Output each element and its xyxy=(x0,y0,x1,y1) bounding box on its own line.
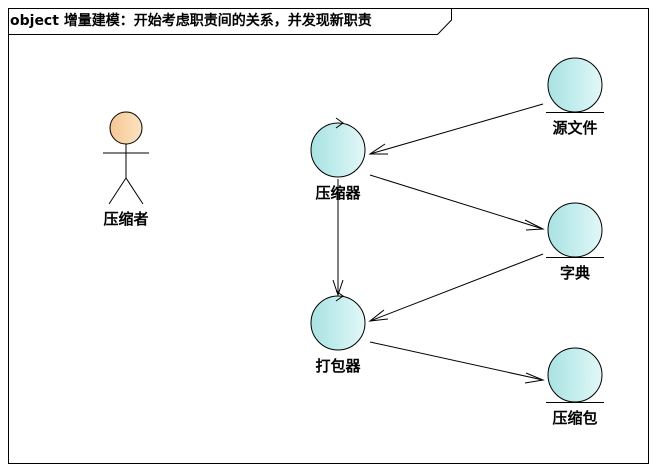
source-label: 源文件 xyxy=(552,119,598,137)
control-object-packer[interactable] xyxy=(310,290,366,351)
entity-object-dictionary[interactable] xyxy=(546,202,604,258)
link-compressor-to-dictionary[interactable] xyxy=(369,174,545,231)
frame-keyword: object xyxy=(10,13,59,29)
frame-border xyxy=(8,8,649,464)
link-dictionary-to-packer[interactable] xyxy=(368,253,544,322)
entity-object-archive[interactable] xyxy=(546,347,604,403)
frame-title-text: 增量建模：开始考虑职责间的关系，并发现新职责 xyxy=(63,13,372,29)
frame-title: object 增量建模：开始考虑职责间的关系，并发现新职责 xyxy=(10,10,372,30)
entity-object-source[interactable] xyxy=(546,57,604,113)
actor-label: 压缩者 xyxy=(103,210,149,228)
dictionary-label: 字典 xyxy=(559,264,591,282)
compressor-label: 压缩器 xyxy=(315,184,361,202)
link-packer-to-archive[interactable] xyxy=(369,341,545,384)
link-compressor-to-packer[interactable] xyxy=(332,179,344,297)
archive-label: 压缩包 xyxy=(552,409,598,427)
actor-head xyxy=(109,111,143,145)
link-source-to-compressor[interactable] xyxy=(368,103,544,155)
control-object-compressor[interactable] xyxy=(310,117,366,178)
packer-label: 打包器 xyxy=(315,357,361,375)
actor-figure[interactable] xyxy=(103,111,149,205)
frame-title-tab xyxy=(8,8,452,35)
